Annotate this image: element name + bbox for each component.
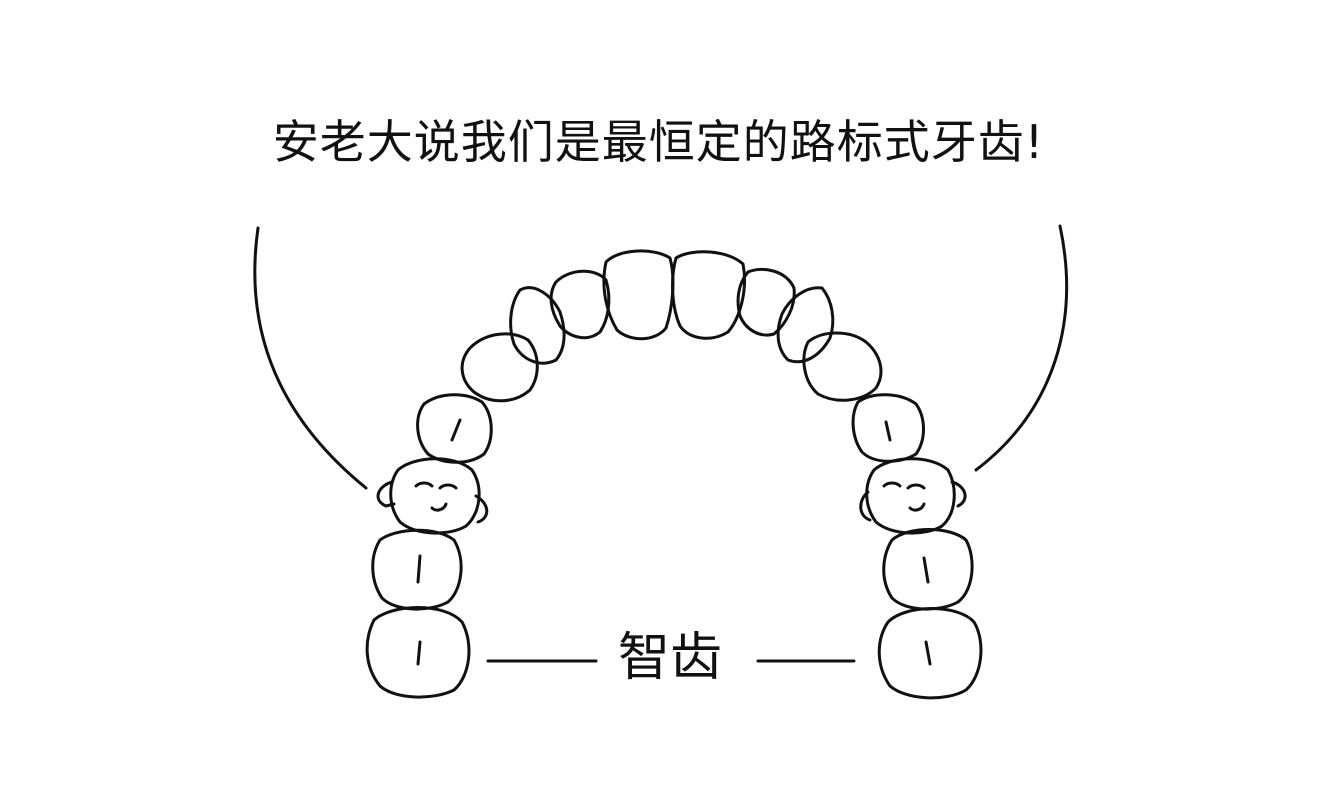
wisdom-tooth-icon <box>365 606 471 699</box>
tooth <box>460 332 539 403</box>
tooth <box>802 331 883 402</box>
left-callout-arc <box>253 226 368 490</box>
tooth-crease <box>884 420 892 442</box>
tooth <box>851 393 925 463</box>
tooth <box>509 286 566 365</box>
right-callout-arc <box>974 224 1069 472</box>
tooth <box>776 286 835 364</box>
tooth-crease <box>450 418 462 442</box>
wisdom-teeth-label: 智齿 <box>617 628 722 688</box>
tooth <box>371 528 463 611</box>
smiling-tooth-icon <box>376 457 489 535</box>
tooth-crease <box>416 554 422 584</box>
tooth <box>602 249 675 341</box>
tooth <box>549 269 611 340</box>
headline: 安老大说我们是最恒定的路标式牙齿! <box>272 115 1045 169</box>
tooth <box>671 250 747 340</box>
tooth <box>736 267 796 337</box>
wisdom-tooth-icon <box>877 607 983 700</box>
tooth-crease <box>922 556 930 584</box>
tooth <box>882 528 974 611</box>
tooth <box>416 393 493 464</box>
smiling-tooth-icon <box>859 457 967 535</box>
